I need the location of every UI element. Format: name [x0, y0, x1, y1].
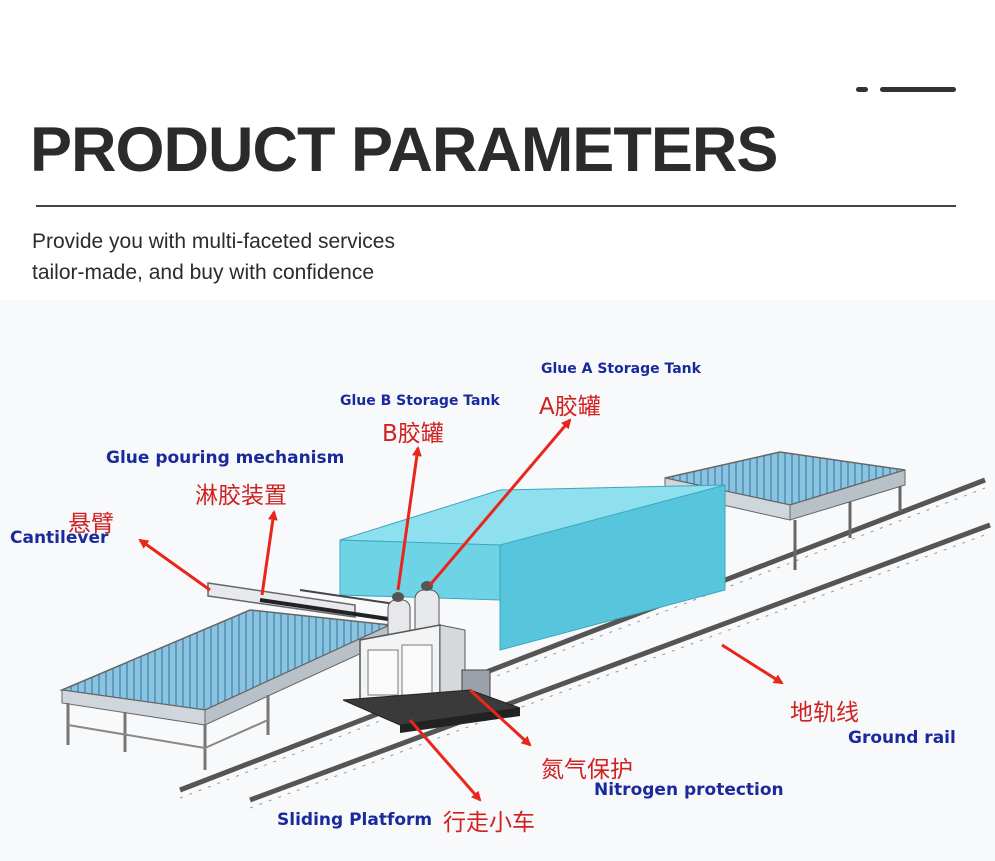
label-nitrogen-cn: 氮气保护 [541, 757, 633, 783]
callout-arrows [138, 418, 784, 802]
label-glue-a-en: Glue A Storage Tank [541, 361, 701, 377]
arrow-pouring [260, 510, 278, 596]
decoration-dash-long [880, 87, 956, 92]
label-cantilever-cn: 悬臂 [68, 511, 114, 537]
arrow-glue-b [396, 446, 422, 591]
label-ground-rail-cn: 地轨线 [790, 700, 859, 726]
subtitle-line-2: tailor-made, and buy with confidence [32, 261, 375, 284]
title-divider [36, 205, 956, 207]
arrow-nitrogen [468, 688, 532, 747]
arrow-sliding-platform [408, 719, 482, 802]
label-glue-b-en: Glue B Storage Tank [340, 393, 500, 409]
arrow-cantilever [138, 538, 211, 592]
ground-rail-front [249, 522, 991, 809]
sliding-platform-base [342, 689, 521, 733]
label-sliding-cn: 行走小车 [443, 810, 535, 836]
arrow-ground-rail [721, 643, 784, 685]
arrow-glue-a [428, 418, 572, 586]
control-cabinet [359, 624, 491, 706]
label-pouring-cn: 淋胶装置 [195, 483, 287, 509]
left-roller-table [59, 609, 393, 770]
glue-tanks [387, 581, 440, 641]
decoration-dash-short [856, 87, 868, 92]
page-title: PRODUCT PARAMETERS [30, 115, 778, 185]
label-pouring-en: Glue pouring mechanism [106, 448, 345, 468]
label-nitrogen-en: Nitrogen protection [594, 780, 784, 800]
label-ground-rail-en: Ground rail [848, 728, 956, 748]
label-glue-b-cn: B胶罐 [382, 421, 444, 447]
label-glue-a-cn: A胶罐 [539, 394, 601, 420]
label-cantilever-en: Cantilever [10, 528, 109, 548]
cantilever-arm [207, 582, 396, 622]
label-sliding-en: Sliding Platform [277, 810, 433, 830]
glass-panel [339, 484, 726, 651]
subtitle-line-1: Provide you with multi-faceted services [32, 230, 395, 253]
